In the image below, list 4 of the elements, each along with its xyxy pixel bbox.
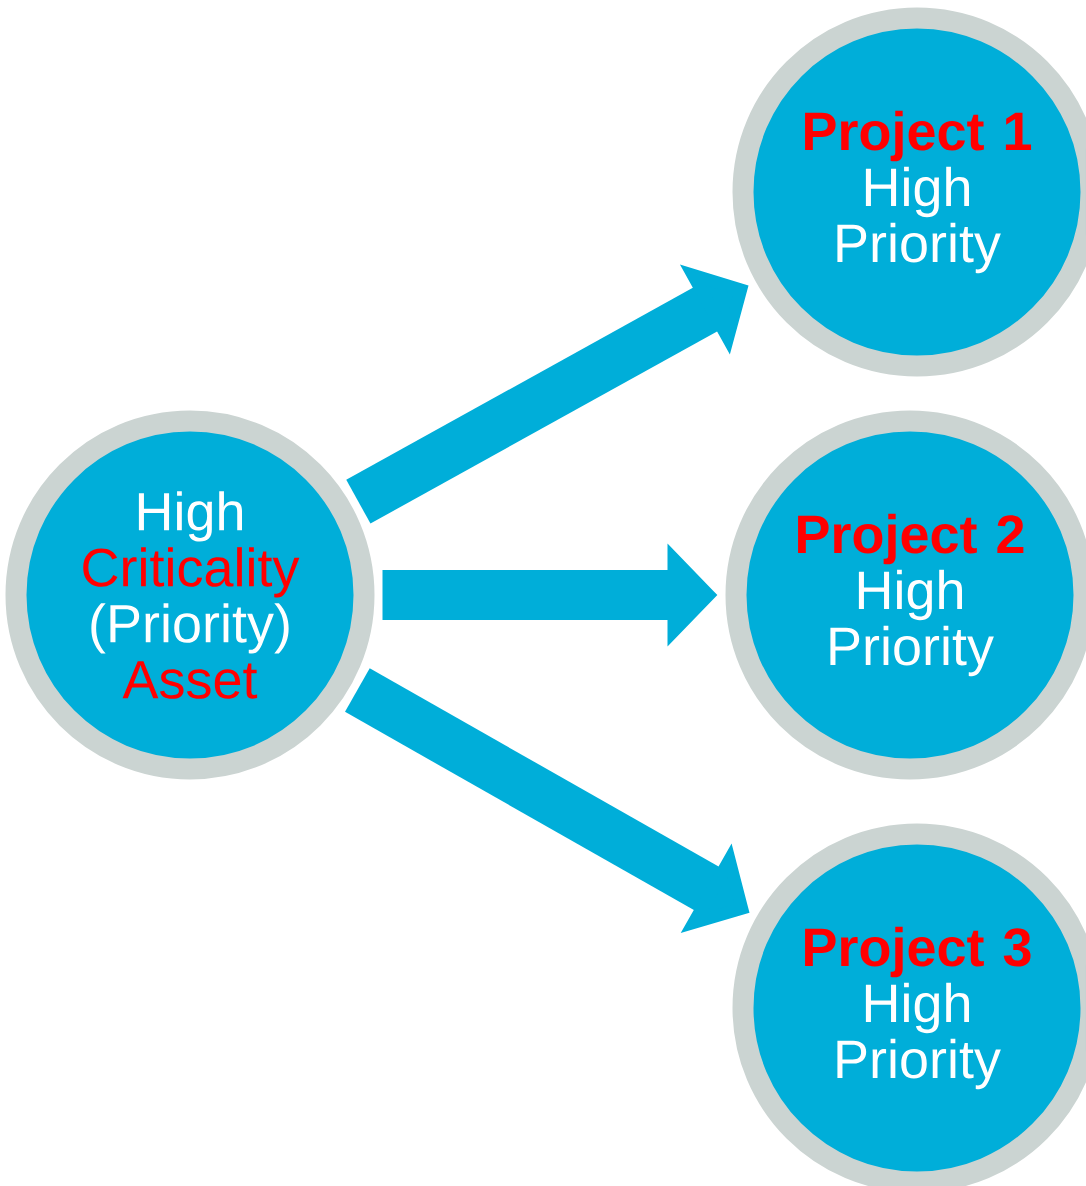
circle-node: Project 2 High Priority (725, 410, 1086, 780)
circle-node: Project 1 High Priority (732, 7, 1086, 377)
circle-node: High Criticality (Priority) Asset (5, 410, 375, 780)
circle-node: Project 3 High Priority (732, 823, 1086, 1186)
